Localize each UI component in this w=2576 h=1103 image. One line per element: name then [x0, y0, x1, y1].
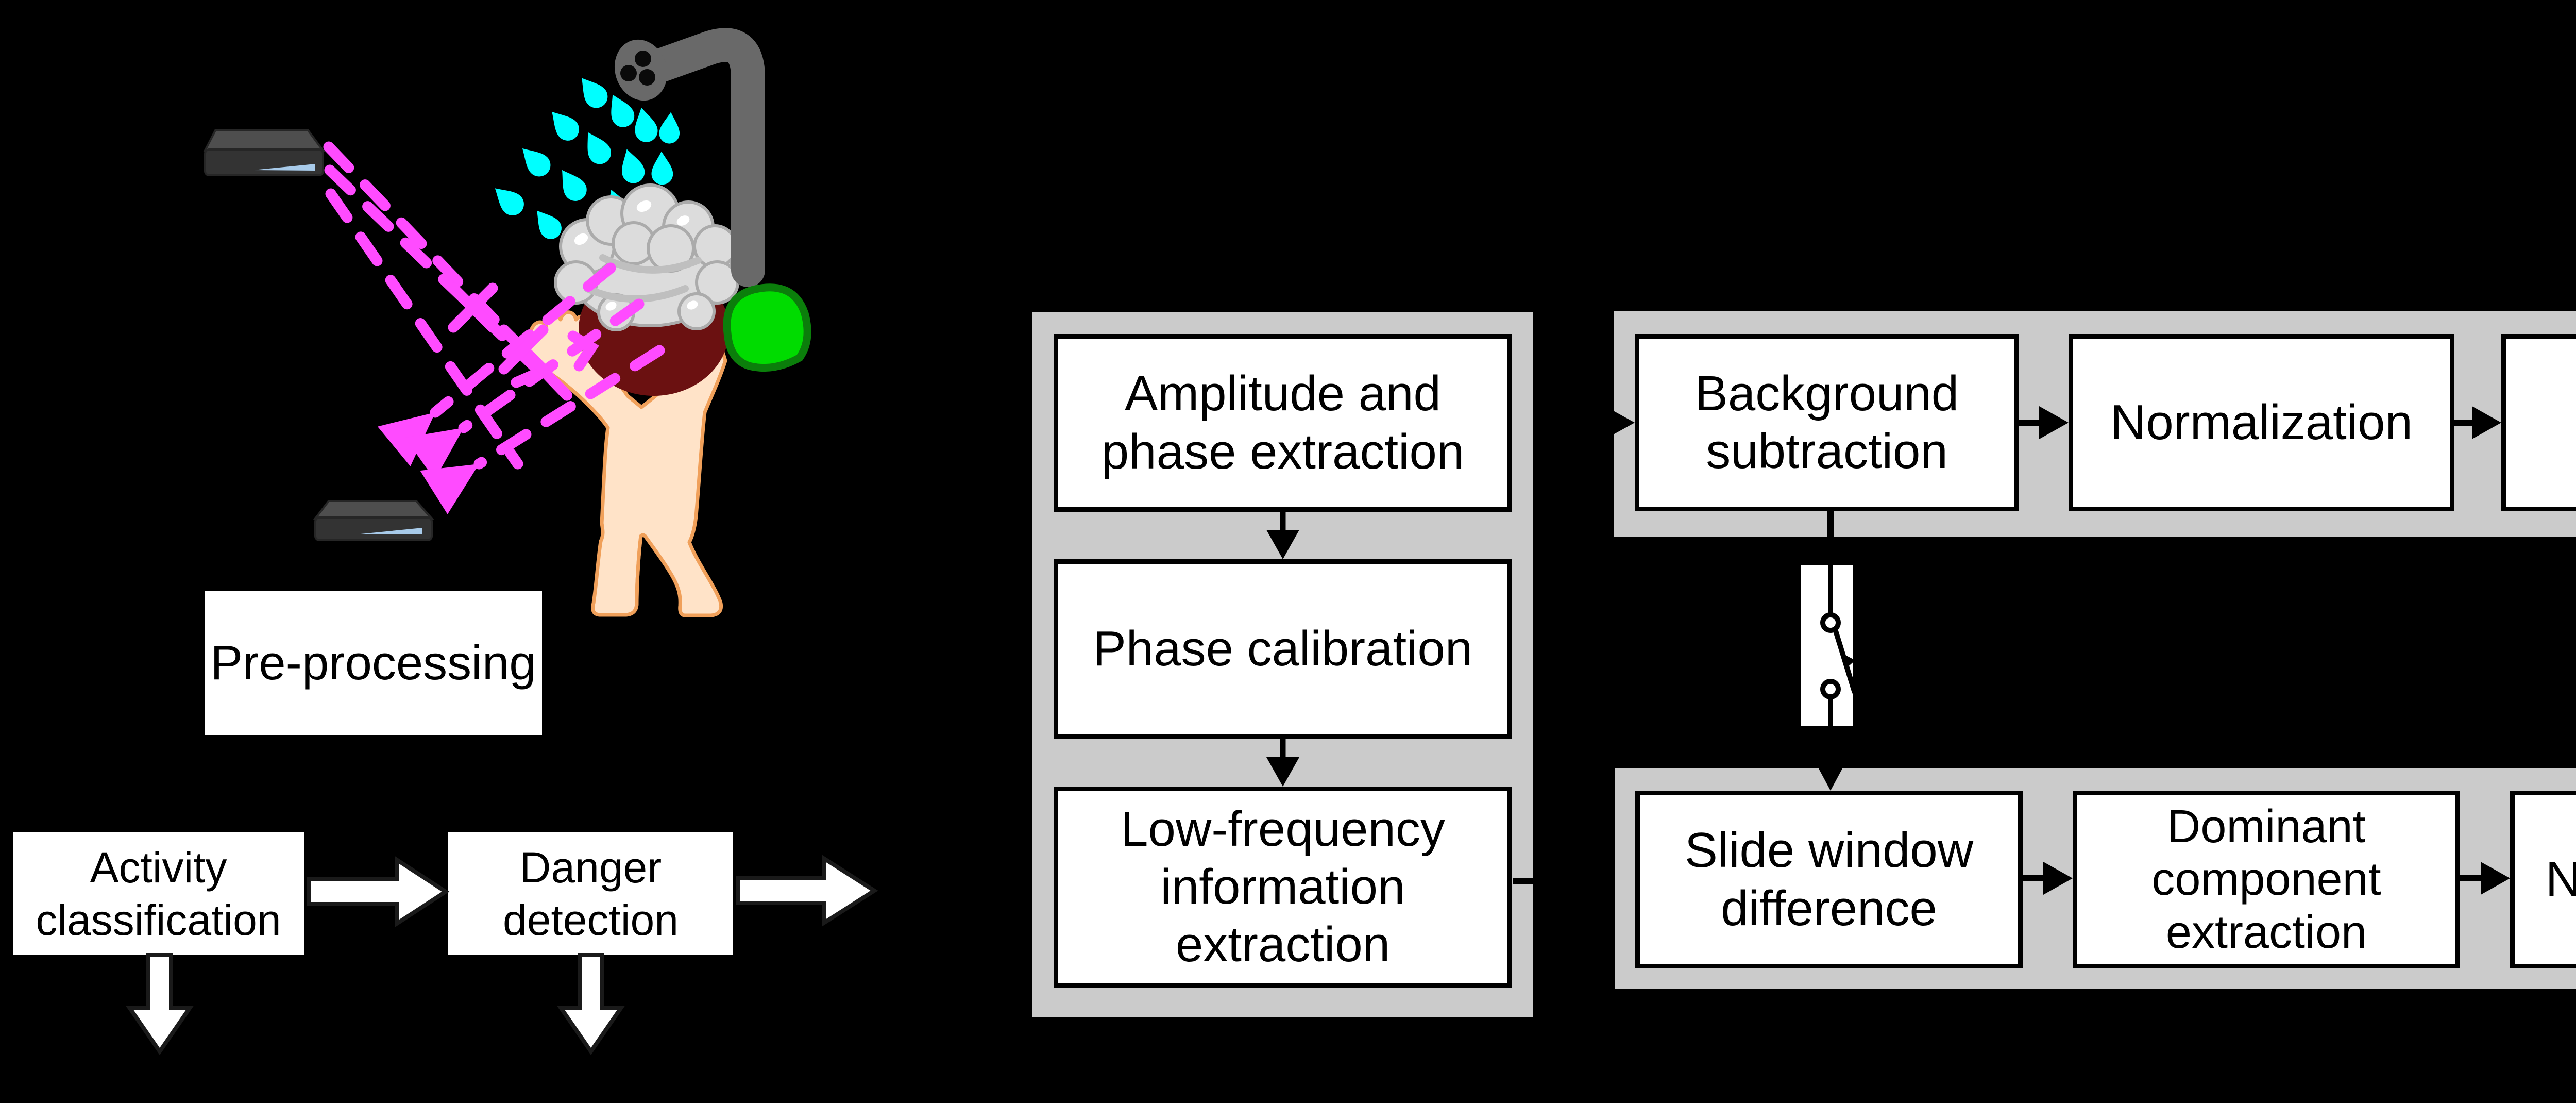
block-arrow-danger-down [557, 953, 625, 1056]
water-drop-icon [587, 132, 611, 164]
box-phase-calibration: Phase calibration [1054, 559, 1512, 739]
wifi-signal-rays-icon [323, 141, 665, 514]
switch-icon [1801, 565, 1857, 726]
water-drop-icon [635, 107, 658, 142]
water-drop-icon [639, 236, 659, 268]
box-low-frequency-extraction: Low-frequency information extraction [1054, 787, 1512, 988]
water-drop-icon [569, 255, 589, 282]
water-drop-icon [659, 112, 680, 144]
green-wash-mitt-icon [723, 283, 811, 372]
box-normalization-top: Normalization [2069, 334, 2454, 511]
person-body [526, 310, 727, 617]
box-slide-window-difference: Slide window difference [1635, 791, 2023, 968]
box-dominant-component-extraction: Dominant component extraction [2073, 791, 2460, 968]
shower-pipe-icon [622, 28, 765, 287]
signal-cross-mark [448, 282, 498, 333]
block-arrow-activity-to-danger [307, 856, 450, 928]
water-drop-icon [562, 170, 587, 201]
water-drop-icon [592, 230, 614, 262]
box-amplitude-phase-extraction: Amplitude and phase extraction [1054, 334, 1512, 512]
water-drops-icon [495, 78, 680, 282]
wifi-receiver-icon [313, 500, 434, 541]
shower-head-icon [614, 39, 668, 101]
water-drop-icon [522, 148, 551, 177]
water-drop-icon [552, 111, 580, 141]
box-normalization-bottom: Normalization [2510, 791, 2576, 968]
box-anomaly-detection-top: Anomaly detection [2501, 334, 2576, 511]
water-drop-icon [651, 151, 673, 185]
preprocessing-caption: Pre-processing [205, 591, 542, 735]
water-drop-icon [622, 149, 645, 183]
box-activity-classification: Activity classification [13, 832, 304, 955]
wifi-transmitter-icon [203, 129, 325, 176]
box-danger-detection: Danger detection [448, 832, 733, 955]
signal-cross-mark [498, 324, 549, 375]
hair [579, 264, 729, 396]
water-drop-icon [582, 78, 608, 108]
soap-foam-icon [554, 183, 739, 331]
person-washing-hair [526, 183, 739, 617]
water-drop-icon [611, 94, 635, 127]
reflected-signal-arrowheads [377, 412, 479, 514]
water-drop-icon [537, 210, 562, 239]
signal-bend-mark [567, 330, 599, 372]
box-background-subtraction: Background subtraction [1635, 334, 2019, 511]
water-drop-icon [607, 190, 631, 224]
block-arrow-activity-down [126, 953, 194, 1056]
foam-highlights [574, 200, 698, 311]
water-drop-icon [647, 193, 669, 227]
water-drop-icon [495, 188, 524, 216]
block-arrow-danger-out [736, 855, 878, 927]
